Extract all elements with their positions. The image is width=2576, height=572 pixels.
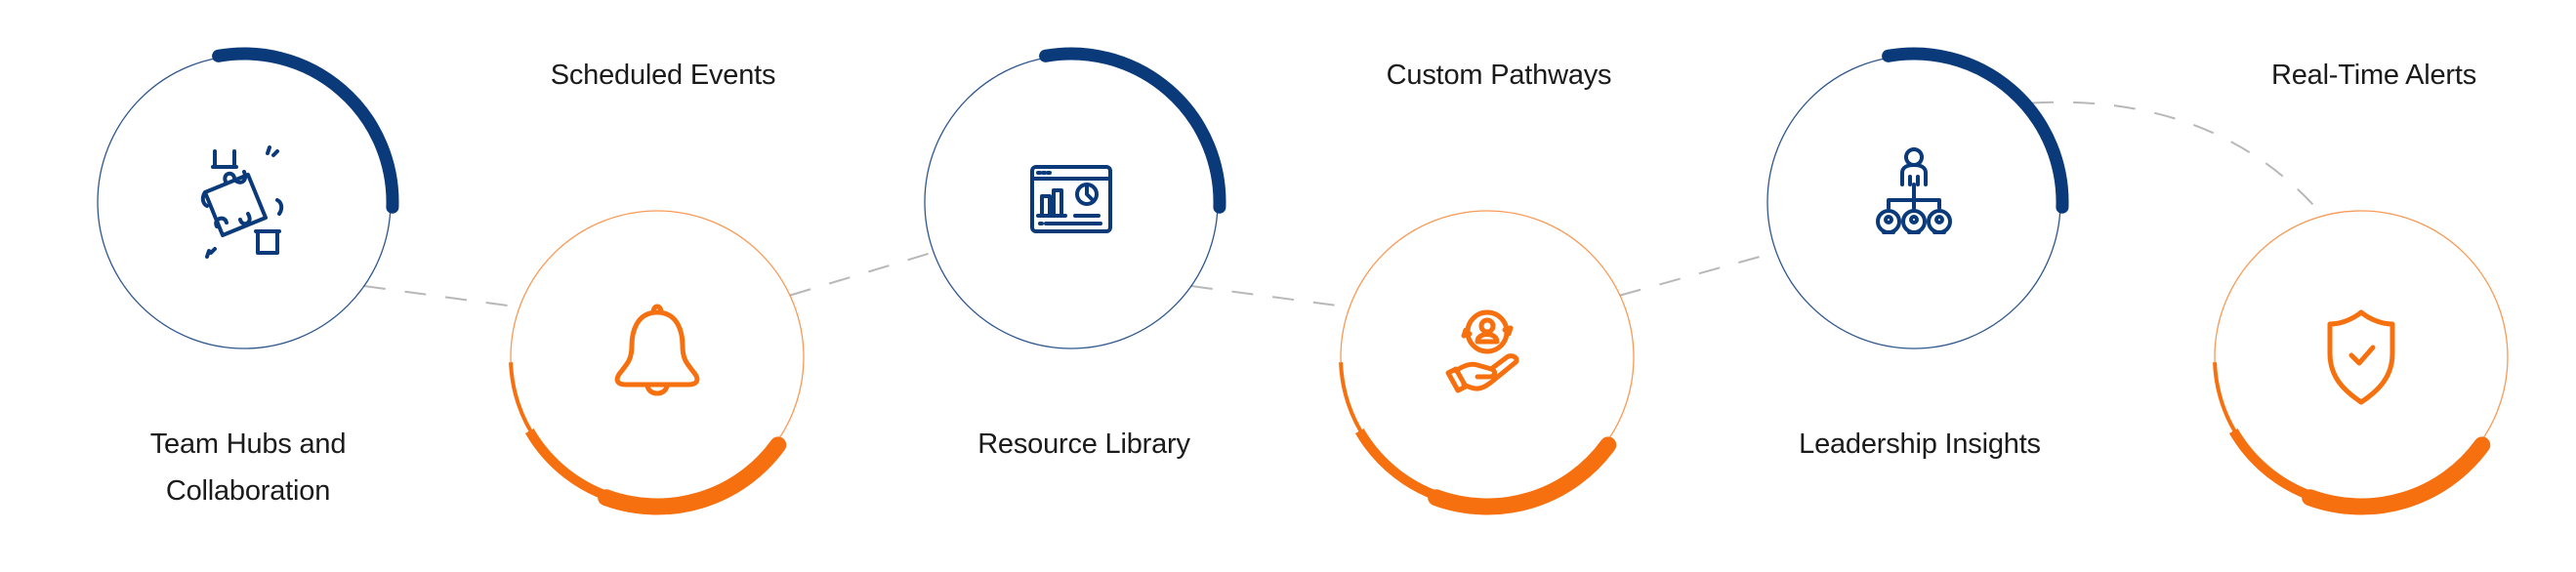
progress-arc-tail	[2213, 362, 2243, 443]
step-node-4	[1339, 210, 1635, 515]
progress-arc-tail	[509, 362, 539, 443]
step-label-custom-pathways: Custom Pathways	[1386, 60, 1612, 91]
dashed-connector	[1619, 251, 1777, 297]
step-node-3	[924, 47, 1226, 349]
step-label-resource-library: Resource Library	[977, 429, 1190, 460]
progress-arc	[212, 47, 399, 214]
step-node-6	[2213, 210, 2509, 515]
step-node-5	[1766, 47, 2069, 349]
step-label-scheduled-events: Scheduled Events	[550, 60, 776, 91]
progress-arc	[1882, 47, 2069, 214]
step-node-1	[97, 47, 399, 349]
progress-arc	[1428, 436, 1617, 515]
label-line-2: Collaboration	[165, 475, 331, 507]
dashed-connector	[1190, 285, 1350, 308]
step-label-team-hubs: Team Hubs and Collaboration	[150, 421, 347, 514]
progress-arc-tail	[1339, 362, 1369, 443]
step-label-leadership-insights: Leadership Insights	[1799, 429, 2041, 460]
progress-arc	[598, 436, 787, 515]
org-hierarchy-icon	[1876, 147, 1952, 234]
dashboard-chart-icon	[1030, 165, 1112, 233]
hand-user-cycle-icon	[1445, 309, 1519, 393]
step-node-2	[509, 210, 805, 515]
step-label-real-time-alerts: Real-Time Alerts	[2270, 60, 2477, 91]
puzzle-hands-icon	[200, 145, 284, 259]
shield-check-icon	[2327, 309, 2395, 405]
progress-arc	[1039, 47, 1226, 214]
dashed-connectors	[363, 101, 2324, 308]
bell-icon	[614, 304, 700, 396]
step-nodes	[97, 47, 2509, 515]
dashed-connector	[2031, 101, 2324, 217]
dashed-connector	[363, 285, 520, 308]
dashed-connector	[789, 251, 935, 297]
label-line-1: Team Hubs and	[149, 429, 347, 460]
progress-arc	[2302, 436, 2491, 515]
